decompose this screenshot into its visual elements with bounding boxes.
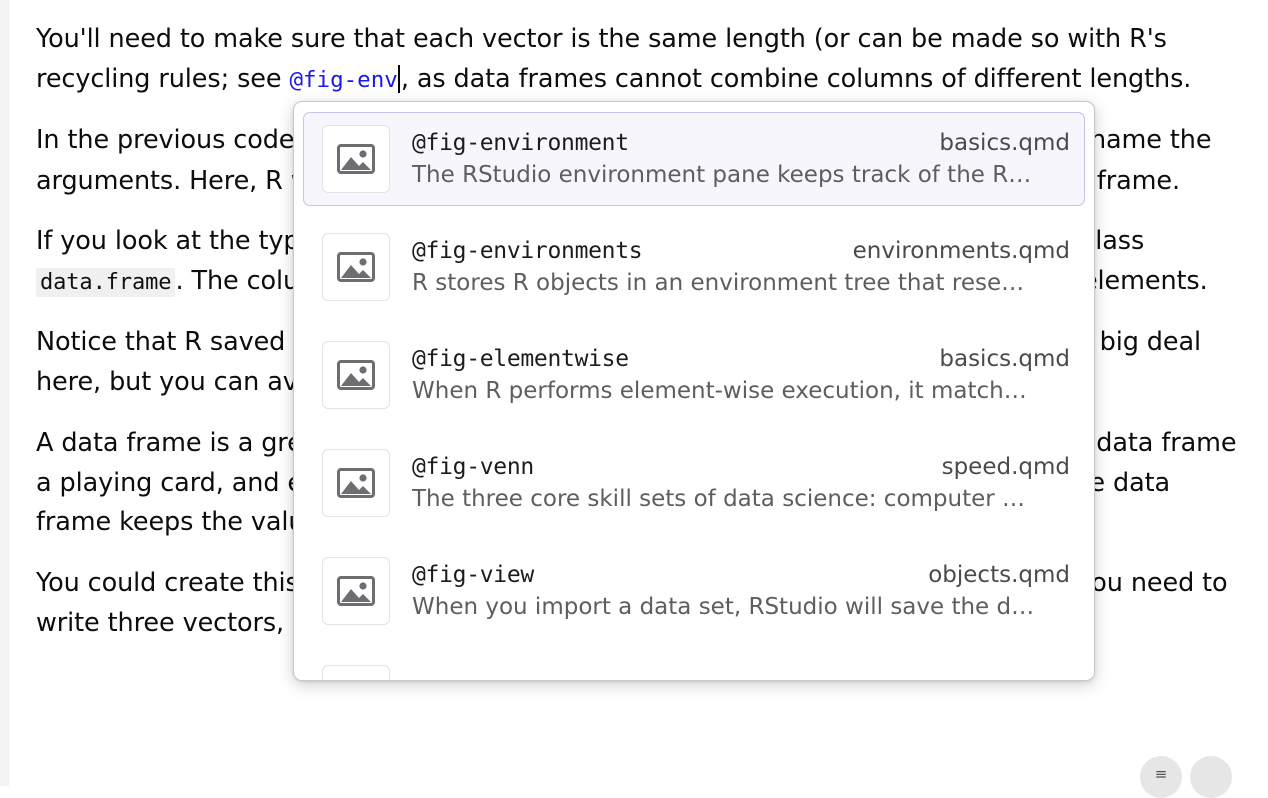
paragraph-1-text-b: , as data frames cannot combine columns …: [400, 63, 1192, 94]
autocomplete-item-header: @fig-view objects.qmd: [412, 562, 1070, 588]
autocomplete-item-file: speed.qmd: [941, 454, 1070, 480]
autocomplete-item-fig-view[interactable]: @fig-view objects.qmd When you import a …: [303, 544, 1085, 638]
autocomplete-item-file: basics.qmd: [939, 346, 1070, 372]
autocomplete-item-description: The RStudio environment pane keeps track…: [412, 162, 1032, 188]
image-placeholder-icon: [322, 665, 390, 680]
image-placeholder-icon: [322, 341, 390, 409]
autocomplete-item-partial[interactable]: [303, 652, 1085, 680]
autocomplete-item-body: @fig-elementwise basics.qmd When R perfo…: [412, 346, 1070, 404]
autocomplete-item-fig-environments[interactable]: @fig-environments environments.qmd R sto…: [303, 220, 1085, 314]
autocomplete-item-header: @fig-venn speed.qmd: [412, 454, 1070, 480]
image-placeholder-icon: [322, 233, 390, 301]
autocomplete-item-file: environments.qmd: [852, 238, 1070, 264]
image-placeholder-icon: [322, 449, 390, 517]
autocomplete-item-fig-elementwise[interactable]: @fig-elementwise basics.qmd When R perfo…: [303, 328, 1085, 422]
autocomplete-item-label: @fig-environments: [412, 238, 643, 264]
autocomplete-item-file: objects.qmd: [928, 562, 1070, 588]
autocomplete-item-body: @fig-venn speed.qmd The three core skill…: [412, 454, 1070, 512]
autocomplete-item-body: @fig-view objects.qmd When you import a …: [412, 562, 1070, 620]
image-placeholder-icon: [322, 125, 390, 193]
autocomplete-item-label: @fig-view: [412, 562, 534, 588]
autocomplete-item-body: @fig-environment basics.qmd The RStudio …: [412, 130, 1070, 188]
autocomplete-item-label: @fig-elementwise: [412, 346, 629, 372]
cross-reference-fig-env[interactable]: @fig-env: [289, 66, 398, 93]
autocomplete-item-description: R stores R objects in an environment tre…: [412, 270, 1025, 296]
autocomplete-item-description: When R performs element-wise execution, …: [412, 378, 1027, 404]
autocomplete-item-body: @fig-environments environments.qmd R sto…: [412, 238, 1070, 296]
autocomplete-item-label: @fig-environment: [412, 130, 629, 156]
paragraph-1: You'll need to make sure that each vecto…: [36, 20, 1241, 100]
fab-right[interactable]: [1190, 756, 1232, 798]
autocomplete-item-fig-venn[interactable]: @fig-venn speed.qmd The three core skill…: [303, 436, 1085, 530]
autocomplete-item-header: @fig-environment basics.qmd: [412, 130, 1070, 156]
fab-left-glyph: ≡: [1154, 765, 1168, 783]
autocomplete-item-description: The three core skill sets of data scienc…: [412, 486, 1026, 512]
inline-code-data-frame-1: data.frame: [36, 267, 176, 297]
autocomplete-item-fig-environment[interactable]: @fig-environment basics.qmd The RStudio …: [303, 112, 1085, 206]
fab-left[interactable]: ≡: [1140, 756, 1182, 798]
editor-gutter: [0, 0, 9, 786]
autocomplete-item-file: basics.qmd: [939, 130, 1070, 156]
paragraph-1-text-a: You'll need to make sure that each vecto…: [36, 24, 1167, 94]
image-placeholder-icon: [322, 557, 390, 625]
text-cursor: [397, 64, 400, 93]
autocomplete-list[interactable]: @fig-environment basics.qmd The RStudio …: [294, 102, 1094, 680]
crossref-autocomplete-popup[interactable]: @fig-environment basics.qmd The RStudio …: [293, 101, 1095, 681]
autocomplete-item-header: @fig-environments environments.qmd: [412, 238, 1070, 264]
autocomplete-item-label: @fig-venn: [412, 454, 534, 480]
autocomplete-item-description: When you import a data set, RStudio will…: [412, 594, 1035, 620]
autocomplete-item-header: @fig-elementwise basics.qmd: [412, 346, 1070, 372]
